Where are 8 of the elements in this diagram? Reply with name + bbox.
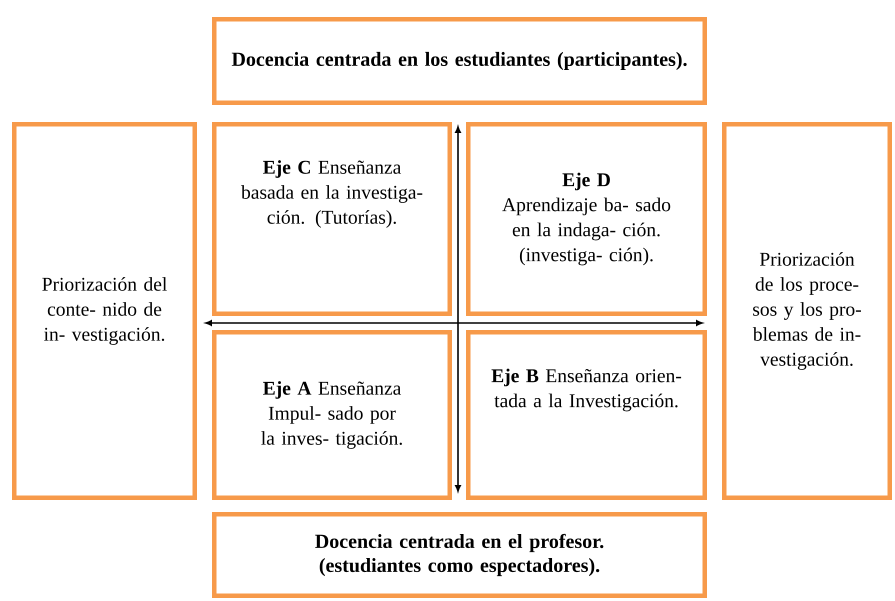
text-box: Priorización del conte- nido de in- vestigación. bbox=[12, 122, 197, 500]
text-box: Eje B Enseñanza orien- tada a la Investigación. bbox=[466, 330, 707, 500]
text-box: Eje D Aprendizaje ba- sado en la indaga- ción. (investiga- ción). bbox=[466, 122, 707, 316]
text-box: Eje A Enseñanza Impul- sado por la inves- tigación. bbox=[212, 330, 452, 500]
heading-box: Docencia centrada en el profesor. (estudiantes como espectadores). bbox=[212, 512, 707, 598]
text-box: Eje C Enseñanza basada en la investiga- ción. (Tutorías). bbox=[212, 122, 452, 316]
heading-box: Docencia centrada en los estudiantes (participantes). bbox=[212, 17, 707, 105]
text-box: Priorización de los proce- sos y los pro- blemas de in- vestigación. bbox=[722, 122, 892, 500]
